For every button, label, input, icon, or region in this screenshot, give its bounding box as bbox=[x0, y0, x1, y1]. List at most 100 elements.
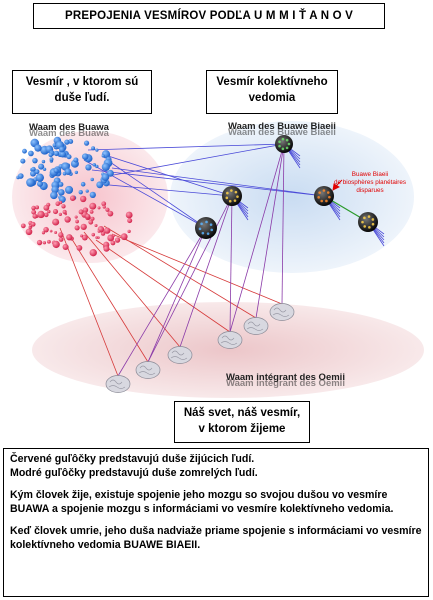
red-soul-dot bbox=[52, 240, 60, 249]
red-soul-dot bbox=[62, 209, 67, 215]
blue-soul-dot bbox=[59, 146, 65, 153]
red-soul-dot bbox=[85, 213, 91, 219]
node-speckle bbox=[228, 199, 232, 203]
node-speckle bbox=[328, 195, 331, 199]
node-speckle bbox=[318, 191, 321, 194]
link-line bbox=[281, 143, 285, 305]
red-soul-dot bbox=[55, 201, 61, 206]
brain-folds bbox=[246, 321, 264, 331]
blue-soul-dot bbox=[74, 170, 79, 175]
blue-soul-dot bbox=[81, 153, 89, 160]
link-line bbox=[255, 143, 285, 319]
node-speckle bbox=[285, 138, 289, 142]
text-p2: Kým človek žije, existuje spojenie jeho … bbox=[10, 489, 394, 515]
text-p1-line2: Modré guľôčky predstavujú duše zomrelých… bbox=[10, 466, 258, 479]
svg-text:Waam intégrant des Oemii: Waam intégrant des Oemii bbox=[226, 378, 345, 389]
red-soul-dot bbox=[47, 209, 51, 214]
label-oemii: Waam intégrant des Oemii bbox=[226, 372, 345, 383]
node-speckle bbox=[209, 223, 213, 226]
blue-soul-dot bbox=[95, 148, 99, 152]
red-soul-dot bbox=[80, 223, 87, 230]
red-soul-dot bbox=[110, 240, 116, 246]
red-soul-dot bbox=[127, 218, 133, 224]
node-speckle bbox=[368, 226, 371, 229]
node-speckle bbox=[371, 218, 375, 221]
red-soul-dot bbox=[52, 218, 60, 226]
blue-soul-dot bbox=[66, 154, 72, 160]
svg-text:Waam des Buawa: Waam des Buawa bbox=[29, 128, 110, 139]
node-speckle bbox=[233, 199, 237, 202]
red-soul-dot bbox=[120, 233, 128, 241]
brain-folds bbox=[272, 307, 290, 317]
brain-icon bbox=[269, 303, 295, 321]
link-line bbox=[111, 167, 325, 197]
blue-soul-dot bbox=[38, 163, 45, 170]
node-speckle bbox=[325, 199, 328, 203]
blue-soul-dot bbox=[48, 152, 53, 158]
red-soul-dot bbox=[31, 209, 37, 215]
red-soul-dot bbox=[102, 205, 106, 209]
explanation-textbox: Červené guľôčky predstavujú duše žijúcic… bbox=[3, 448, 429, 597]
red-soul-dot bbox=[37, 210, 45, 219]
blue-soul-dot bbox=[64, 139, 70, 145]
brain-folds bbox=[108, 379, 126, 389]
link-line bbox=[83, 231, 181, 348]
red-soul-dot bbox=[64, 216, 71, 223]
brain-folds bbox=[138, 365, 156, 375]
node-speckle bbox=[317, 196, 320, 199]
red-soul-dot bbox=[61, 204, 66, 209]
blue-soul-dot bbox=[96, 181, 104, 189]
red-soul-dot bbox=[104, 227, 111, 234]
blue-soul-dot bbox=[31, 166, 36, 172]
brain-icon bbox=[243, 317, 269, 335]
red-soul-dot bbox=[31, 205, 36, 211]
red-soul-dot bbox=[43, 226, 49, 233]
blue-soul-dot bbox=[58, 181, 64, 187]
link-line bbox=[229, 143, 285, 333]
collective-node bbox=[314, 186, 334, 206]
node-speckle bbox=[281, 137, 285, 141]
collective-node bbox=[195, 217, 217, 239]
brain-folds bbox=[170, 350, 188, 360]
node-speckle bbox=[281, 147, 285, 151]
blue-soul-dot bbox=[26, 178, 35, 187]
text-p1-line1: Červené guľôčky predstavujú duše žijúcic… bbox=[10, 453, 255, 465]
red-soul-dot bbox=[74, 215, 78, 219]
brain-icon bbox=[167, 346, 193, 364]
red-soul-dot bbox=[80, 234, 84, 238]
link-line bbox=[83, 159, 207, 229]
red-note-line3: disparues bbox=[356, 187, 383, 194]
red-soul-dot bbox=[58, 232, 64, 238]
red-soul-dot bbox=[112, 234, 116, 237]
link-line bbox=[87, 143, 285, 151]
blue-soul-dot bbox=[101, 154, 105, 158]
red-soul-dot bbox=[107, 210, 114, 217]
blue-soul-dot bbox=[64, 185, 74, 194]
red-soul-dot bbox=[103, 245, 110, 252]
brain-folds bbox=[220, 335, 238, 345]
node-speckle bbox=[230, 189, 233, 192]
blue-soul-dot bbox=[37, 180, 43, 187]
red-soul-dot bbox=[25, 228, 33, 236]
collective-node bbox=[358, 212, 378, 232]
red-soul-dot bbox=[114, 237, 121, 243]
link-line bbox=[147, 227, 207, 363]
red-soul-dot bbox=[89, 202, 97, 210]
node-speckle bbox=[226, 191, 229, 195]
link-line bbox=[59, 227, 119, 377]
blue-soul-dot bbox=[35, 173, 45, 182]
red-soul-dot bbox=[97, 206, 101, 210]
node-speckle bbox=[206, 232, 210, 235]
buawa-ellipse bbox=[12, 131, 168, 263]
red-soul-dot bbox=[69, 195, 76, 201]
text-p3: Keď človek umrie, jeho duša nadviaže pri… bbox=[10, 525, 422, 551]
red-soul-dot bbox=[54, 231, 58, 234]
blue-soul-dot bbox=[80, 181, 86, 187]
collective-node bbox=[222, 186, 242, 206]
link-line bbox=[91, 169, 325, 197]
link-line bbox=[69, 235, 149, 363]
link-line bbox=[95, 239, 231, 333]
node-speckle bbox=[326, 191, 330, 194]
node-speckle bbox=[200, 222, 203, 226]
red-soul-dot bbox=[95, 236, 98, 239]
